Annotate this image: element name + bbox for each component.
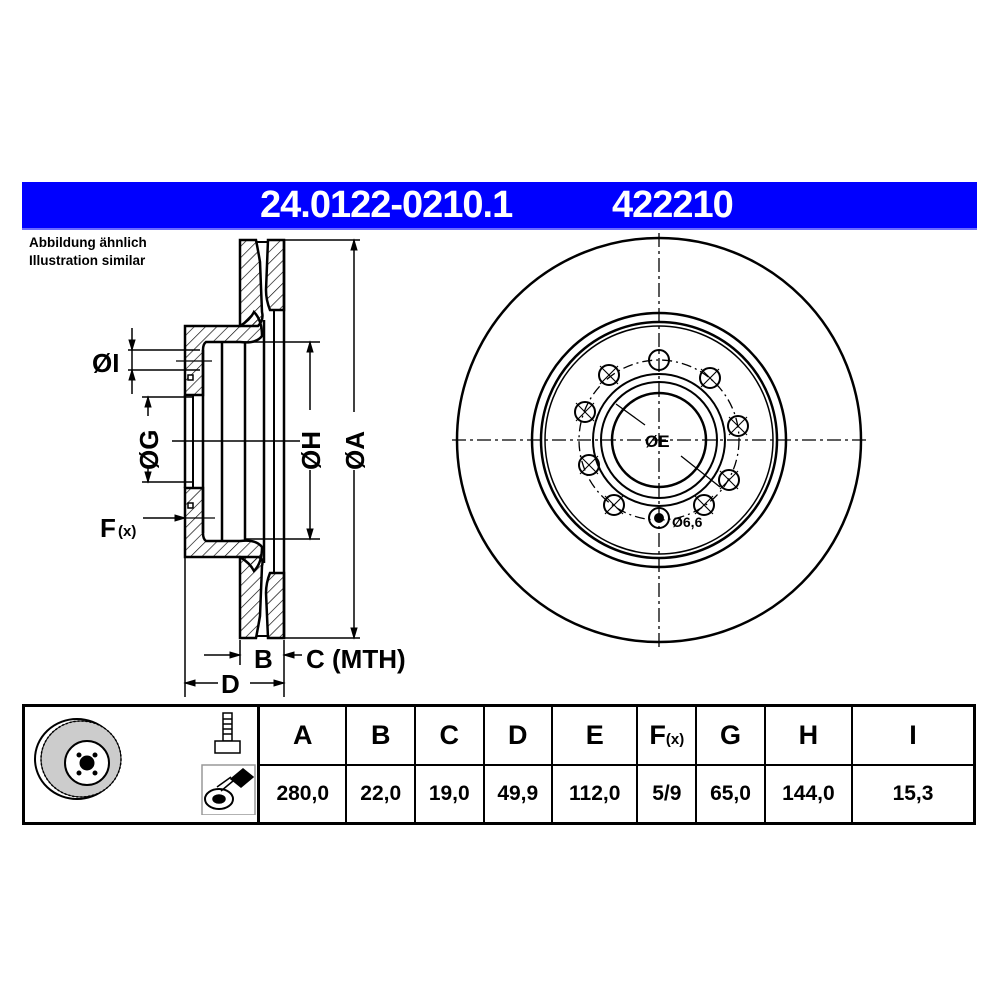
icon-cell xyxy=(22,704,260,825)
label-b: B xyxy=(254,644,273,674)
spec-value-row: 280,0 22,0 19,0 49,9 112,0 5/9 65,0 144,… xyxy=(24,763,976,825)
label-f-sup: (x) xyxy=(118,523,136,540)
spec-table: A B C D E F(x) G H I 280,0 22,0 19,0 49,… xyxy=(22,704,976,825)
illustration-note: Abbildung ähnlich Illustration similar xyxy=(29,234,147,270)
technical-drawing: ØI ØG ØH ØA F (x) B C (MTH) D xyxy=(92,233,868,699)
bottom-rotor-cheek-inner xyxy=(238,555,264,640)
col-header-e: E xyxy=(551,704,639,766)
front-view xyxy=(452,233,868,648)
title-banner: 24.0122-0210.1 422210 xyxy=(22,182,977,230)
bolt-holes xyxy=(574,349,749,516)
label-d: D xyxy=(221,669,240,699)
value-i: 15,3 xyxy=(851,763,976,825)
value-f: 5/9 xyxy=(636,763,698,825)
value-e: 112,0 xyxy=(551,763,639,825)
label-dia-g: ØG xyxy=(134,430,164,470)
bottom-rotor-cheek-outer xyxy=(264,571,286,640)
top-hat-section xyxy=(183,309,264,397)
value-d: 49,9 xyxy=(482,763,554,825)
label-f: F xyxy=(100,513,116,543)
col-header-a: A xyxy=(257,704,348,766)
value-g: 65,0 xyxy=(695,763,766,825)
article-code: 422210 xyxy=(612,184,734,226)
value-h: 144,0 xyxy=(763,763,854,825)
col-header-f: F(x) xyxy=(636,704,698,766)
col-header-f-sup: (x) xyxy=(665,730,685,748)
col-header-i: I xyxy=(851,704,976,766)
value-b: 22,0 xyxy=(345,763,416,825)
col-header-f-main: F xyxy=(649,719,666,750)
note-english: Illustration similar xyxy=(29,253,146,268)
locating-hole xyxy=(648,507,670,529)
section-view xyxy=(128,238,360,697)
top-rotor-cheek-outer xyxy=(264,238,286,312)
label-hole-dia: Ø6,6 xyxy=(672,514,703,530)
label-dia-e: ØE xyxy=(645,432,670,451)
label-dia-a: ØA xyxy=(340,431,370,470)
col-header-b: B xyxy=(345,704,416,766)
col-header-h: H xyxy=(763,704,854,766)
value-c: 19,0 xyxy=(414,763,485,825)
disc-illustration xyxy=(34,712,256,816)
col-header-c: C xyxy=(414,704,485,766)
value-a: 280,0 xyxy=(257,763,348,825)
note-german: Abbildung ähnlich xyxy=(29,235,147,250)
top-rotor-cheek-inner xyxy=(238,238,264,328)
brake-disc-icon xyxy=(34,718,122,800)
label-dia-h: ØH xyxy=(296,431,326,470)
label-c-mth: C (MTH) xyxy=(306,644,406,674)
part-number: 24.0122-0210.1 xyxy=(260,184,513,226)
col-header-g: G xyxy=(695,704,766,766)
col-header-d: D xyxy=(482,704,554,766)
label-dia-i: ØI xyxy=(92,348,119,378)
spec-header-row: A B C D E F(x) G H I xyxy=(22,704,976,825)
bolt-icon xyxy=(214,712,241,754)
hub-ring xyxy=(592,373,726,507)
spray-cleaning-icon xyxy=(201,764,256,816)
